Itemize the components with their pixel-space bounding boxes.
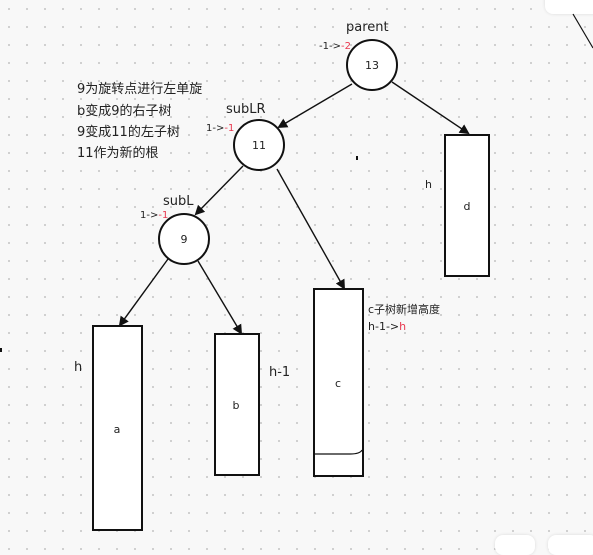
edge-parent-to-sublr xyxy=(277,83,353,129)
node-subl-balance: 1->-1 xyxy=(140,210,168,221)
subtree-d-box xyxy=(444,134,490,277)
subtree-c-height: h-1->h xyxy=(368,320,406,333)
node-subl-label: subL xyxy=(163,194,194,209)
node-sublr: 11 subLR 1->-1 xyxy=(206,102,285,171)
subtree-a-height: h xyxy=(74,360,82,375)
edge-subl-to-a xyxy=(118,258,169,327)
note-line-3: 9变成11的左子树 xyxy=(77,124,180,140)
subtree-c-name: c xyxy=(335,377,341,390)
subtree-b-height: h-1 xyxy=(269,365,290,380)
subtree-c-added-level-line xyxy=(314,449,363,455)
edge-parent-to-d xyxy=(391,81,470,135)
subtree-c-height-new: h xyxy=(399,320,406,333)
node-subl: 9 subL 1->-1 xyxy=(140,194,210,265)
subtree-c-height-old: h-1-> xyxy=(368,320,399,333)
subtree-b-box xyxy=(214,333,260,476)
canvas-corner-card-top-right xyxy=(545,0,593,14)
subtree-c-note: c子树新增高度 xyxy=(368,302,440,316)
avl-rotation-diagram: 13 parent -1->-2 11 subLR 1->-1 9 subL 1… xyxy=(0,13,593,531)
canvas-dot xyxy=(0,348,2,352)
subtree-b: b h-1 xyxy=(214,333,290,476)
subtree-b-name: b xyxy=(233,399,240,412)
node-sublr-balance-old: 1-> xyxy=(206,123,224,134)
node-parent-label: parent xyxy=(346,20,389,35)
node-parent-balance-old: -1-> xyxy=(319,41,341,52)
node-parent-balance-new: -2 xyxy=(341,41,351,52)
node-subl-balance-new: -1 xyxy=(158,210,168,221)
note-line-1: 9为旋转点进行左单旋 xyxy=(77,82,202,97)
node-parent-circle xyxy=(346,39,398,91)
subtree-a: a h xyxy=(74,325,143,531)
node-sublr-balance: 1->-1 xyxy=(206,123,234,134)
node-parent: 13 parent -1->-2 xyxy=(319,20,398,91)
node-sublr-label: subLR xyxy=(226,102,266,117)
subtree-c-box xyxy=(313,288,364,477)
subtree-a-box xyxy=(92,325,143,531)
canvas-dot xyxy=(356,156,358,160)
subtree-d: d h xyxy=(425,134,490,277)
canvas-stray-line xyxy=(572,13,593,49)
subtree-d-name: d xyxy=(464,200,471,213)
rotation-notes: 9为旋转点进行左单旋 b变成9的右子树 9变成11的左子树 11作为新的根 xyxy=(77,82,202,161)
edge-sublr-to-c xyxy=(276,168,345,290)
node-parent-balance: -1->-2 xyxy=(319,41,351,52)
node-sublr-balance-new: -1 xyxy=(224,123,234,134)
node-subl-circle xyxy=(158,213,210,265)
node-parent-value: 13 xyxy=(365,59,379,72)
node-subl-value: 9 xyxy=(181,233,188,246)
note-line-2: b变成9的右子树 xyxy=(77,103,172,119)
subtree-d-height: h xyxy=(425,178,432,191)
node-sublr-circle xyxy=(233,119,285,171)
edge-subl-to-b xyxy=(197,260,243,335)
note-line-4: 11作为新的根 xyxy=(77,145,159,161)
edge-sublr-to-subl xyxy=(194,165,244,216)
node-sublr-value: 11 xyxy=(252,139,266,152)
subtree-a-name: a xyxy=(114,423,121,436)
subtree-c: c c子树新增高度 h-1->h xyxy=(313,288,440,477)
node-subl-balance-old: 1-> xyxy=(140,210,158,221)
